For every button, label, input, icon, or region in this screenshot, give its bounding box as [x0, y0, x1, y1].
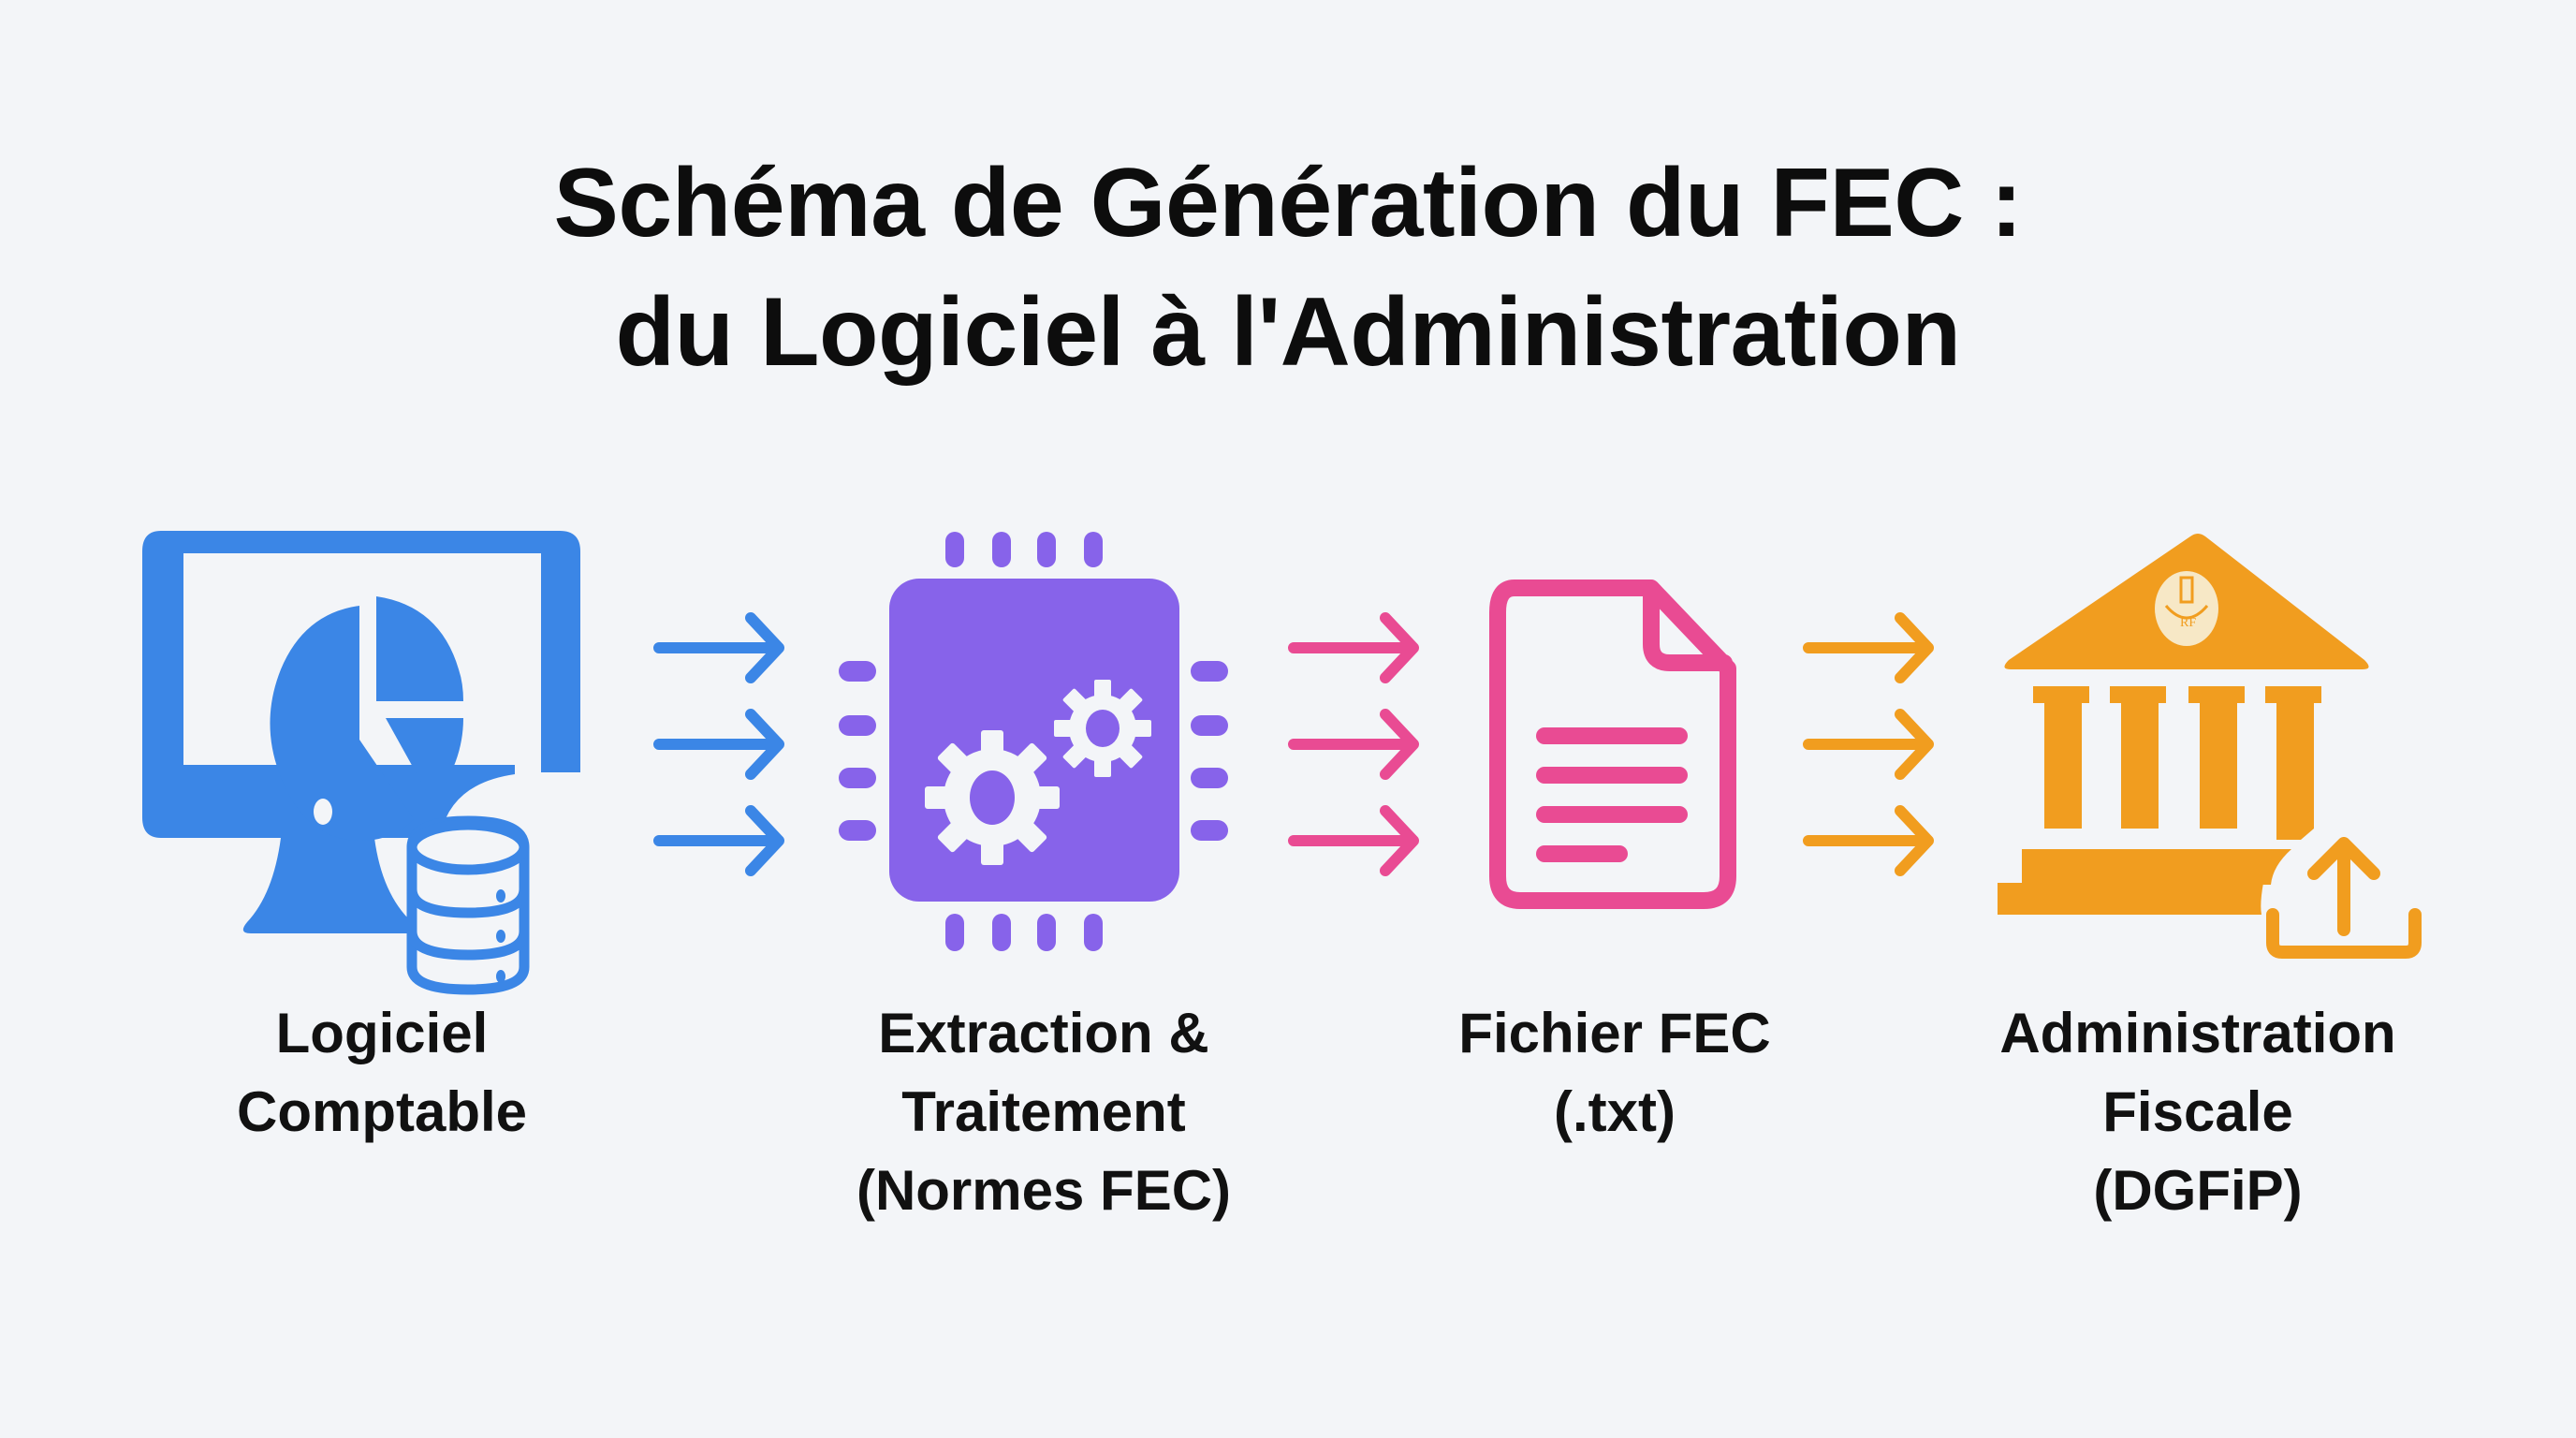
arrow-right-icon: [653, 612, 784, 876]
document-icon: [1489, 580, 1736, 909]
step-extraction-icon: [824, 532, 1264, 962]
step-label-fichier: Fichier FEC (.txt): [1458, 1002, 1771, 1143]
svg-text:RF: RF: [2180, 616, 2196, 630]
step-administration-icon: RF: [1992, 529, 2441, 960]
step-label-administration: Administration Fiscale (DGFiP): [1999, 1002, 2396, 1222]
computer-database-icon: [142, 531, 580, 995]
arrow-right-icon: [1803, 612, 1934, 876]
step-logiciel-icon: [140, 529, 627, 995]
chip-gears-icon: [839, 532, 1228, 951]
government-building-upload-icon: RF: [1998, 534, 2422, 959]
connector-arrows-blue: [651, 609, 792, 876]
step-label-extraction: Extraction & Traitement (Normes FEC): [856, 1002, 1232, 1222]
step-fichier-icon: [1486, 577, 1749, 914]
step-label-logiciel: Logiciel Comptable: [236, 1002, 528, 1143]
arrow-right-icon: [1288, 612, 1419, 876]
diagram-title: Schéma de Génération du FEC : du Logicie…: [0, 139, 2576, 397]
title-line-1: Schéma de Génération du FEC :: [553, 149, 2023, 257]
title-line-2: du Logiciel à l'Administration: [615, 278, 1961, 387]
connector-arrows-pink: [1286, 609, 1427, 876]
connector-arrows-orange: [1801, 609, 1941, 876]
emblem-icon: [2155, 571, 2218, 646]
